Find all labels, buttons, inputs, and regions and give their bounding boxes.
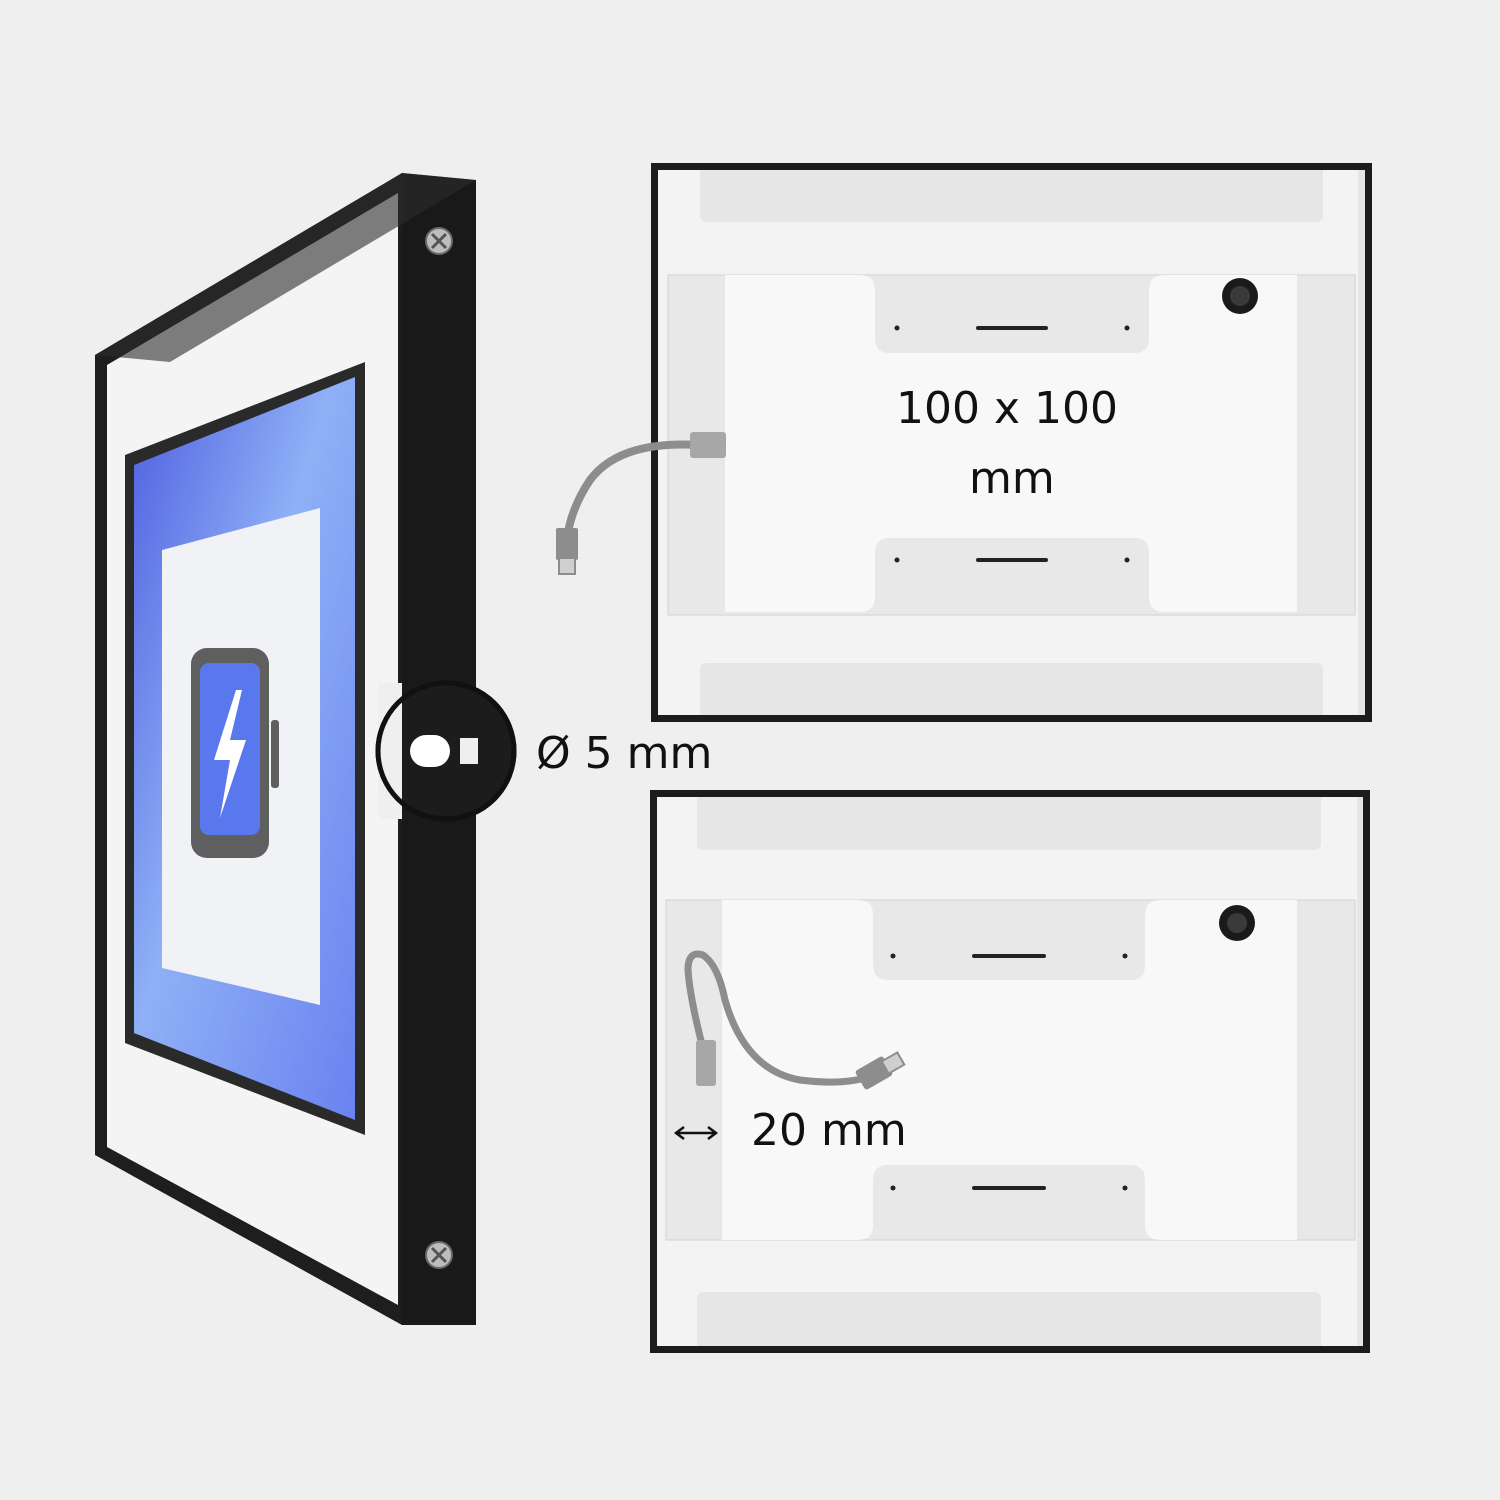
usb-cable-icon: [684, 950, 906, 1090]
rear-view-bottom: [650, 790, 1370, 1353]
cable-gap-label: 20 mm: [751, 1105, 907, 1156]
vesa-size-label: 100 x 100: [896, 383, 1118, 434]
vesa-unit-label: mm: [969, 453, 1055, 504]
side-view-mount: [95, 173, 517, 1325]
screw-bottom-icon: [425, 1241, 453, 1269]
camera-hole-icon: [1222, 278, 1258, 314]
frame-top-edge: [95, 173, 476, 362]
mounting-hole-magnifier: [375, 680, 517, 822]
rear-bottom-vesa-area: [722, 900, 1297, 1240]
camera-hole-icon: [1219, 905, 1255, 941]
rear-top-vesa-area: [725, 275, 1297, 612]
rear-view-top: [556, 163, 1372, 722]
charging-battery-icon: [191, 648, 279, 858]
hole-diameter-label: Ø 5 mm: [536, 728, 713, 779]
usb-cable-icon: [556, 432, 726, 575]
double-arrow-icon: [673, 1126, 719, 1140]
screw-top-icon: [425, 227, 453, 255]
